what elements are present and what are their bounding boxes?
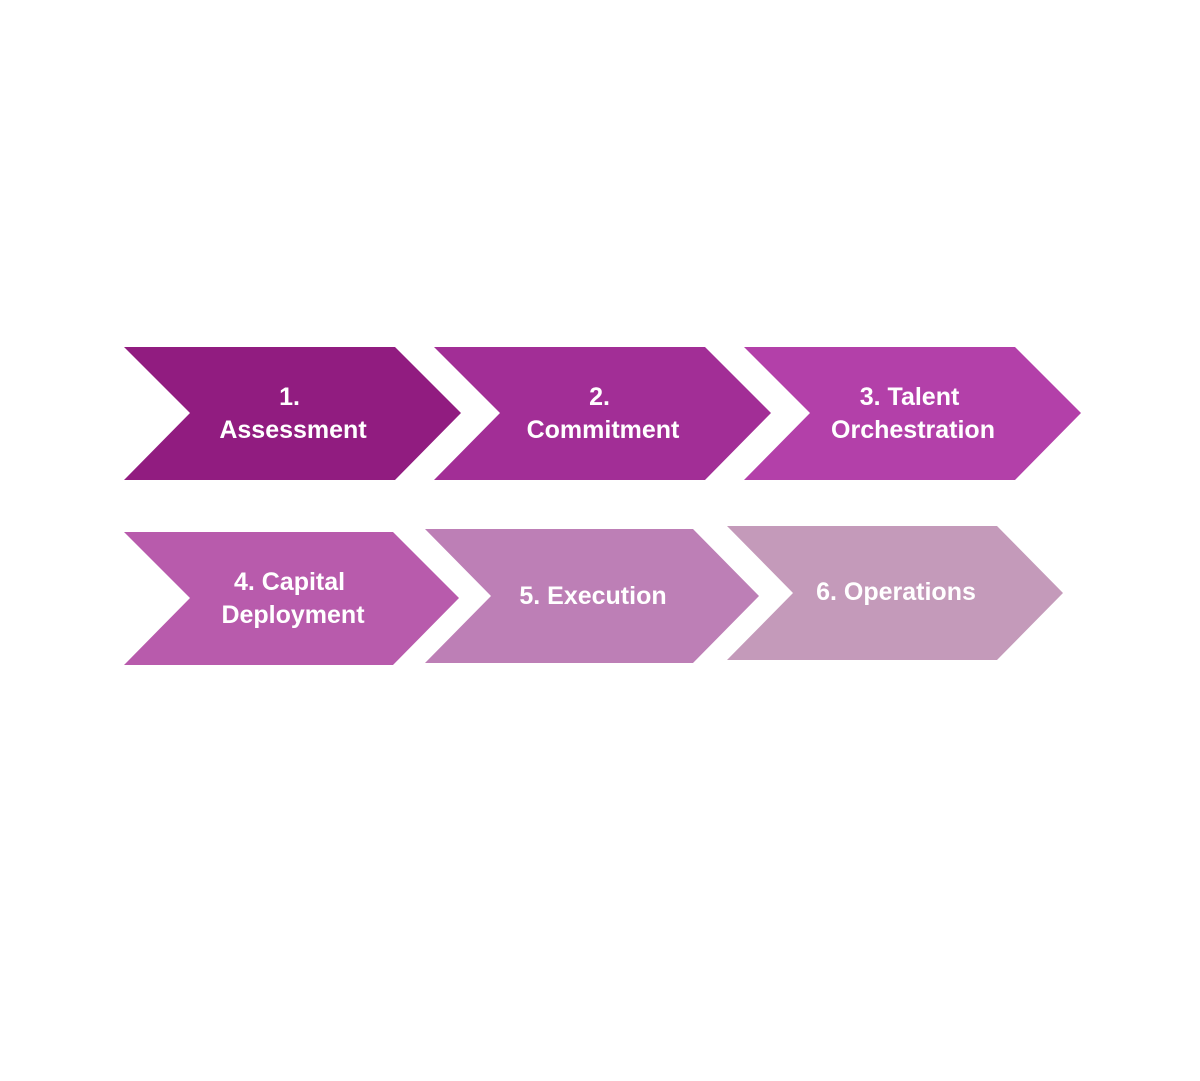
step-1-label: 1. Assessment (219, 383, 367, 444)
step-1-shape (124, 347, 461, 480)
step-4-shape (124, 532, 459, 665)
step-2-shape (434, 347, 771, 480)
step-5-chevron: 5. Execution (425, 529, 759, 663)
step-2-chevron: 2. Commitment (434, 347, 771, 480)
step-3-shape (744, 347, 1081, 480)
step-4-label: 4. Capital Deployment (221, 568, 365, 629)
step-2-label: 2. Commitment (527, 383, 680, 444)
step-5-shape (425, 529, 759, 663)
step-1-chevron: 1. Assessment (124, 347, 461, 480)
step-6-label: 6. Operations (816, 578, 976, 606)
step-3-chevron: 3. Talent Orchestration (744, 347, 1081, 480)
step-3-label: 3. Talent Orchestration (831, 383, 995, 444)
step-6-shape (727, 526, 1063, 660)
step-4-chevron: 4. Capital Deployment (124, 532, 459, 665)
step-5-label: 5. Execution (519, 582, 666, 610)
step-6-chevron: 6. Operations (727, 526, 1063, 660)
